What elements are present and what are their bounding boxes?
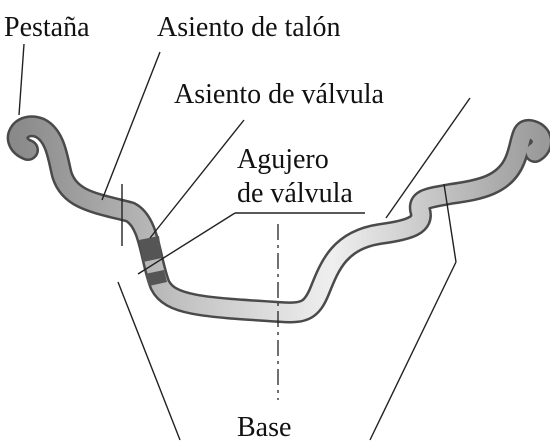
label-flange: Pestaña <box>4 12 90 43</box>
base-line-left <box>117 281 181 441</box>
leader-bead-seat <box>101 51 161 201</box>
valve-seat-band <box>139 236 162 262</box>
leader-flange <box>18 43 25 116</box>
base-line-right <box>369 261 457 441</box>
leader-valve-hole <box>137 212 236 275</box>
leader-lines <box>18 43 471 441</box>
label-valve-hole-line2: de válvula <box>237 178 353 209</box>
label-valve-seat: Asiento de válvula <box>174 79 385 110</box>
valve-hole-band <box>145 270 167 286</box>
right-bead-guide <box>443 183 457 263</box>
label-bead-seat: Asiento de talón <box>157 12 341 43</box>
wheel-rim-profile <box>6 115 550 324</box>
leader-right-bead-seat <box>385 97 471 219</box>
label-base: Base <box>237 412 291 443</box>
leader-valve-seat <box>149 119 245 239</box>
label-valve-hole-line1: Agujero <box>237 144 329 175</box>
